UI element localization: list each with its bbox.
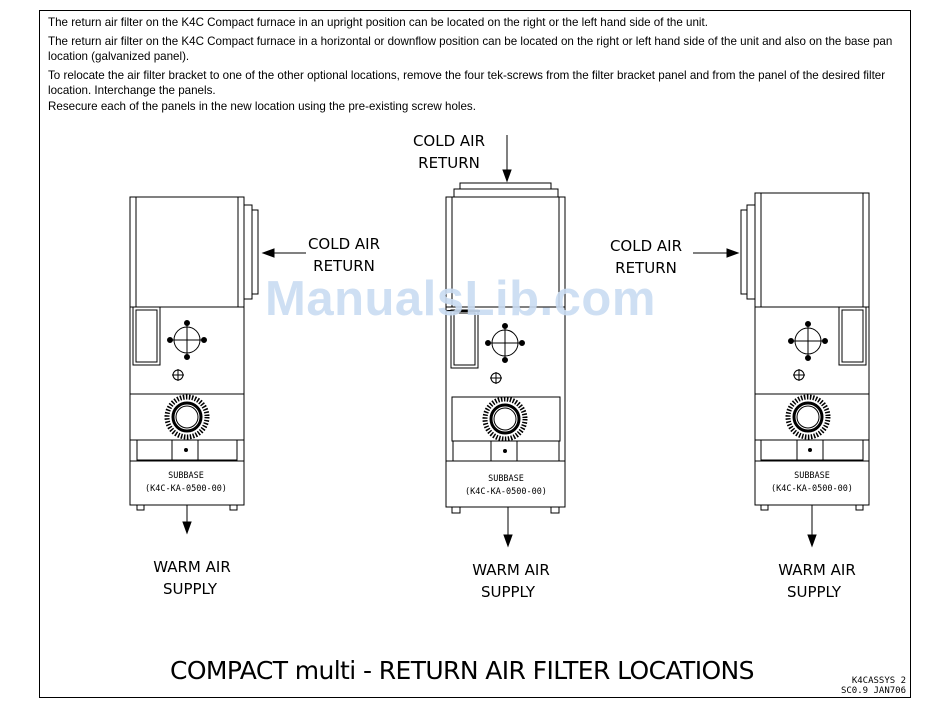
small-port-icon — [490, 372, 502, 384]
subbase-label-center-2: (K4C-KA-0500-00) — [465, 487, 547, 497]
note-1: The return air filter on the K4C Compact… — [48, 16, 708, 29]
blower-icon — [785, 394, 831, 440]
note-3: To relocate the air filter bracket to on… — [48, 68, 886, 98]
burner-port-icon — [485, 323, 525, 363]
drawing-code-line-1: K4CASSYS 2 — [851, 676, 906, 686]
warm-air-label-left-1: WARM AIR — [153, 558, 231, 576]
instruction-notes: The return air filter on the K4C Compact… — [48, 15, 898, 115]
warm-air-label-left-2: SUPPLY — [163, 580, 218, 598]
furnace-unit-right — [693, 192, 870, 548]
subbase-label-left-1: SUBBASE — [168, 471, 204, 481]
drawing-code: K4CASSYS 2 SC0.9 JAN706 — [836, 676, 906, 696]
subbase-label-center-1: SUBBASE — [488, 474, 524, 484]
subbase-label-right-1: SUBBASE — [794, 471, 830, 481]
cold-air-label-right-1: COLD AIR — [610, 237, 682, 255]
blower-icon — [164, 394, 210, 440]
subbase-label-left-2: (K4C-KA-0500-00) — [145, 484, 227, 494]
note-4: Resecure each of the panels in the new l… — [48, 99, 476, 113]
warm-air-label-right-1: WARM AIR — [778, 561, 856, 579]
drawing-frame — [39, 10, 911, 698]
cold-air-label-center-2: RETURN — [418, 154, 480, 172]
small-port-icon — [172, 369, 184, 381]
warm-air-label-center-2: SUPPLY — [481, 583, 536, 601]
furnace-unit-left — [129, 196, 306, 535]
subbase-label-right-2: (K4C-KA-0500-00) — [771, 484, 853, 494]
warm-air-label-right-2: SUPPLY — [787, 583, 842, 601]
note-2: The return air filter on the K4C Compact… — [48, 34, 893, 64]
cold-air-label-left-1: COLD AIR — [308, 235, 380, 253]
cold-air-label-center-1: COLD AIR — [413, 132, 485, 150]
blower-icon — [482, 396, 528, 442]
watermark: ManualsLib.com — [265, 272, 656, 326]
drawing-title: COMPACT multi - RETURN AIR FILTER LOCATI… — [170, 656, 755, 685]
cold-air-label-right-2: RETURN — [615, 259, 677, 277]
drawing-code-line-2: SC0.9 JAN706 — [840, 686, 906, 696]
furnace-unit-center — [445, 135, 566, 548]
burner-port-icon — [788, 321, 828, 361]
small-port-icon — [793, 369, 805, 381]
cold-air-label-left-2: RETURN — [313, 257, 375, 275]
warm-air-label-center-1: WARM AIR — [472, 561, 550, 579]
burner-port-icon — [167, 320, 207, 360]
